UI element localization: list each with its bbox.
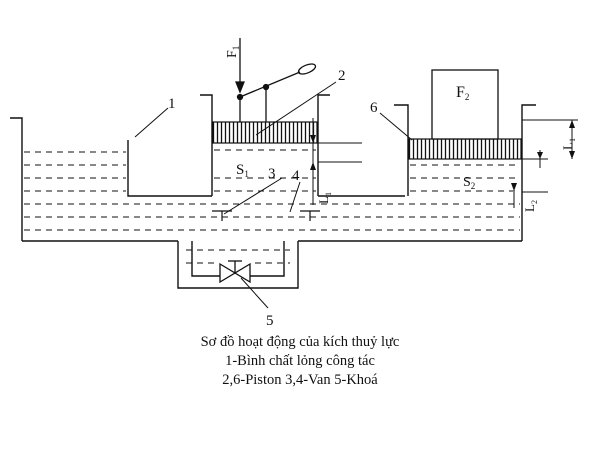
lever-mechanism: [236, 63, 317, 122]
area-s1-label: S1: [236, 162, 249, 179]
callout-5: 5: [266, 313, 274, 329]
callout-1: 1: [168, 96, 176, 112]
dimension-lines: [312, 118, 578, 208]
small-piston: [212, 121, 318, 144]
callout-2: 2: [338, 68, 346, 84]
load-box: [431, 69, 499, 140]
area-s2-label: S2: [463, 175, 475, 191]
callout-4: 4: [292, 168, 300, 184]
caption-line-2: 1-Bình chất lỏng công tác: [225, 353, 375, 369]
callout-leaders: [134, 81, 413, 309]
caption-title: Sơ đồ hoạt động của kích thuỷ lực: [200, 334, 400, 350]
valve-3: [212, 210, 232, 221]
diagram-labels: F1 F2 S1 S2 L1 L1 L2 1 2 3 4 5 6: [168, 46, 577, 329]
length-l2-label: L2: [522, 200, 539, 212]
working-liquid: [24, 149, 520, 264]
large-piston: [408, 138, 522, 160]
force-f2-label: F2: [456, 84, 469, 102]
dimension-arrowheads: [310, 120, 575, 191]
vessel-walls: [10, 94, 536, 289]
callout-6: 6: [370, 100, 378, 116]
valve-4: [300, 210, 320, 221]
force-f1-label: F1: [225, 46, 241, 58]
callout-3: 3: [268, 166, 276, 182]
length-l1-small-label: L1: [316, 192, 333, 204]
caption-line-3: 2,6-Piston 3,4-Van 5-Khoá: [222, 372, 378, 388]
force-f1-arrow: [235, 38, 245, 94]
shutoff-valve-5: [219, 260, 251, 284]
length-l1-label: L1: [560, 138, 577, 150]
